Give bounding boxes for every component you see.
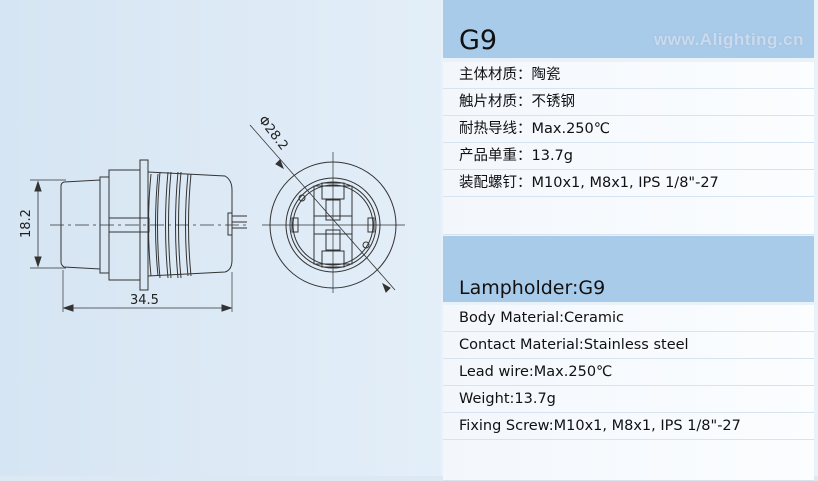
watermark: www.Alighting.cn [654, 30, 804, 49]
cn-spec-row: 产品单重：13.7g [443, 143, 814, 170]
en-header: Lampholder:G9 [443, 236, 814, 302]
dimension-length-label: 34.5 [130, 293, 159, 308]
dimension-diameter-label: Φ28.2 [255, 113, 291, 153]
empty-row [443, 197, 814, 235]
dimension-height-label: 18.2 [19, 209, 34, 238]
lampholder-drawing: 18.2 34.5 Φ28.2 [19, 113, 405, 312]
en-title: Lampholder:G9 [459, 277, 606, 299]
front-view [249, 124, 405, 293]
cn-spec-row: 耐热导线：Max.250℃ [443, 116, 814, 143]
side-view [30, 159, 250, 312]
cn-spec-row: 装配螺钉：M10x1, M8x1, IPS 1/8"-27 [443, 170, 814, 197]
cn-title: G9 [459, 25, 498, 56]
cn-spec-list: 主体材质：陶瓷 触片材质：不锈钢 耐热导线：Max.250℃ 产品单重：13.7… [443, 62, 814, 235]
en-spec-row: Body Material:Ceramic [443, 305, 814, 332]
cn-header: G9 www.Alighting.cn [443, 0, 814, 58]
cn-spec-row: 主体材质：陶瓷 [443, 62, 814, 89]
en-spec-row: Lead wire:Max.250℃ [443, 359, 814, 386]
spec-panel: G9 www.Alighting.cn 主体材质：陶瓷 触片材质：不锈钢 耐热导… [441, 0, 818, 481]
en-spec-list: Body Material:Ceramic Contact Material:S… [443, 305, 814, 481]
en-spec-row: Fixing Screw:M10x1, M8x1, IPS 1/8"-27 [443, 413, 814, 440]
cn-spec-row: 触片材质：不锈钢 [443, 89, 814, 116]
en-spec-row: Weight:13.7g [443, 386, 814, 413]
empty-row [443, 440, 814, 481]
technical-drawing-panel: 18.2 34.5 Φ28.2 [0, 0, 441, 476]
en-spec-row: Contact Material:Stainless steel [443, 332, 814, 359]
